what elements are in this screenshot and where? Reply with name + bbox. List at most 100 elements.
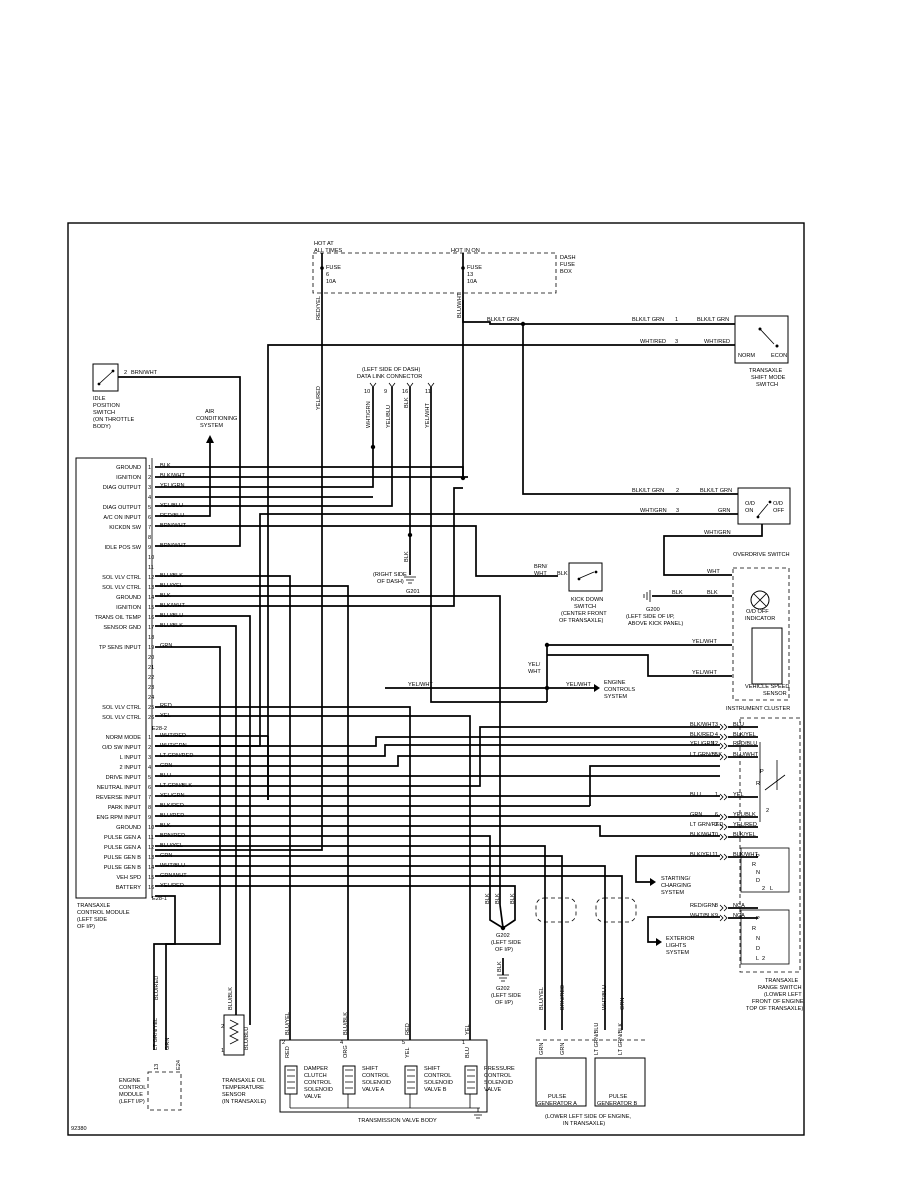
svg-text:LT GRN/YEL: LT GRN/YEL [153, 1018, 159, 1050]
module-pin-label: O/D SW INPUT [102, 745, 141, 751]
module-pin-number: 10 [148, 555, 154, 561]
svg-text:R: R [752, 926, 756, 932]
range-row-right-wire: YEL/BLK [733, 812, 756, 818]
svg-text:E24: E24 [176, 1060, 182, 1070]
wire-blk-red-4 [155, 736, 720, 747]
range-row-left-wire: GRN [690, 812, 702, 818]
range-row-pin: 6 [715, 812, 718, 818]
fuse-box: HOT AT ALL TIMES HOT IN ON DASH FUSE BOX… [312, 241, 576, 320]
module-pin-label: SOL VLV CTRL [102, 575, 141, 581]
svg-text:16: 16 [402, 389, 408, 395]
svg-text:D: D [756, 878, 760, 884]
svg-text:G202: G202 [496, 986, 510, 992]
module-pin-number: 8 [148, 805, 151, 811]
kickdown-switch: BRN/ WHT BLK KICK DOWN SWITCH (CENTER FR… [534, 562, 607, 624]
svg-text:BLK: BLK [497, 961, 503, 972]
svg-text:ON: ON [745, 508, 753, 514]
g202-ground: BLK BLK BLK G202 (LEFT SIDE OF I/P) BLK … [485, 893, 521, 1006]
range-row-pin: 1 [715, 792, 718, 798]
module-pin-number: 4 [148, 495, 151, 501]
svg-text:G201: G201 [406, 589, 420, 595]
svg-text:(LEFT SIDE OF I/P,: (LEFT SIDE OF I/P, [626, 614, 675, 620]
svg-text:R: R [756, 781, 760, 787]
svg-text:GRN: GRN [560, 1043, 566, 1055]
svg-text:BLU/RED: BLU/RED [154, 976, 160, 1000]
coil-marks [467, 1069, 475, 1089]
connector-mark [719, 823, 728, 831]
module-pin-label: PARK INPUT [108, 805, 142, 811]
module-pin-number: 26 [148, 715, 154, 721]
svg-text:P: P [760, 769, 764, 775]
svg-text:TRANSAXLE: TRANSAXLE [765, 978, 799, 984]
module-pin-label: SOL VLV CTRL [102, 705, 141, 711]
svg-text:BLK: BLK [707, 590, 718, 596]
wire-lt-grn-blk-range [589, 765, 720, 806]
connector-mark [719, 733, 728, 741]
module-pin-label: NEUTRAL INPUT [97, 785, 142, 791]
wire-pg-b-13 [155, 865, 606, 1030]
module-pin-number: 14 [148, 865, 154, 871]
svg-text:SENSOR: SENSOR [222, 1092, 246, 1098]
module-pin-label: SENSOR GND [103, 625, 141, 631]
svg-text:9: 9 [384, 389, 387, 395]
range-row-pin: 10 [712, 832, 718, 838]
wire-yel-grn [155, 744, 720, 757]
svg-text:E28-2: E28-2 [152, 726, 167, 732]
module-pin-wire: GRN [160, 643, 172, 649]
svg-text:YEL/WHT: YEL/WHT [692, 670, 717, 676]
svg-text:OFF: OFF [773, 508, 785, 514]
svg-text:VEHICLE SPEED: VEHICLE SPEED [745, 684, 789, 690]
valve-label: CONTROL [362, 1073, 389, 1079]
svg-text:13: 13 [154, 1064, 160, 1070]
svg-text:TOP OF TRANSAXLE): TOP OF TRANSAXLE) [746, 1006, 803, 1012]
svg-text:CONTROL: CONTROL [119, 1085, 146, 1091]
module-pin-label: KICKDN SW [109, 525, 141, 531]
module-pin-number: 5 [148, 505, 151, 511]
svg-text:ENGINE: ENGINE [604, 680, 626, 686]
svg-text:YEL/BLU: YEL/BLU [386, 405, 392, 428]
svg-text:SYSTEM: SYSTEM [666, 950, 689, 956]
module-pin-label: L INPUT [120, 755, 142, 761]
module-pin-label: TRANS OIL TEMP [95, 615, 142, 621]
svg-text:(LEFT SIDE OF DASH): (LEFT SIDE OF DASH) [362, 367, 420, 373]
wire-vss-2 [547, 654, 732, 677]
module-pin-label: GROUND [116, 825, 141, 831]
svg-text:YEL/WHT: YEL/WHT [425, 403, 431, 428]
transmission-valve-body: DAMPERCLUTCHCONTROLSOLENOIDVALVEBLU/YELR… [279, 1012, 515, 1124]
svg-text:WHT/GRN: WHT/GRN [366, 401, 372, 428]
svg-text:E28-1: E28-1 [152, 896, 167, 902]
module-pin-wire: BLK [160, 463, 171, 469]
module-pin-wire: YEL/BLU [160, 503, 183, 509]
svg-text:2: 2 [676, 488, 679, 494]
transaxle-control-module: TRANSAXLE CONTROL MODULE (LEFT SIDE OF I… [75, 457, 193, 930]
svg-text:(LEFT SIDE: (LEFT SIDE [491, 993, 521, 999]
svg-text:CONTROLS: CONTROLS [604, 687, 635, 693]
module-pin-number: 3 [148, 755, 151, 761]
module-pin-label: PULSE GEN B [104, 855, 142, 861]
module-pin-number: 23 [148, 685, 154, 691]
module-pin-number: 16 [148, 615, 154, 621]
module-pin-number: 3 [148, 485, 151, 491]
range-row-left-wire: BLK/WHT [690, 832, 715, 838]
svg-text:GRN: GRN [539, 1043, 545, 1055]
svg-text:WHT/GRN: WHT/GRN [640, 508, 667, 514]
svg-text:2: 2 [762, 886, 765, 892]
solenoid-valve-coil [284, 1065, 298, 1095]
svg-text:BLK: BLK [485, 893, 491, 904]
wire-od-wht-grn [155, 513, 738, 747]
range-row-left-wire: BLK/YEL [690, 852, 713, 858]
svg-text:N: N [756, 936, 760, 942]
svg-text:ALL TIMES: ALL TIMES [314, 248, 343, 254]
svg-text:INSTRUMENT CLUSTER: INSTRUMENT CLUSTER [726, 706, 790, 712]
svg-text:GENERATOR B: GENERATOR B [597, 1101, 637, 1107]
module-pin-label: SOL VLV CTRL [102, 715, 141, 721]
module-pin-number: 2 [148, 745, 151, 751]
svg-text:BRN/WHT: BRN/WHT [131, 370, 158, 376]
wire-blk-10 [155, 835, 491, 905]
module-pin-number: 1 [148, 735, 151, 741]
valve-label: VALVE B [424, 1087, 447, 1093]
g201-ground: BLK (RIGHT SIDE OF DASH) G201 [373, 535, 420, 595]
svg-text:BLU/YEL: BLU/YEL [539, 987, 545, 1010]
valve-wire-bot: YEL [405, 1047, 411, 1058]
module-pin-number: 13 [148, 855, 154, 861]
